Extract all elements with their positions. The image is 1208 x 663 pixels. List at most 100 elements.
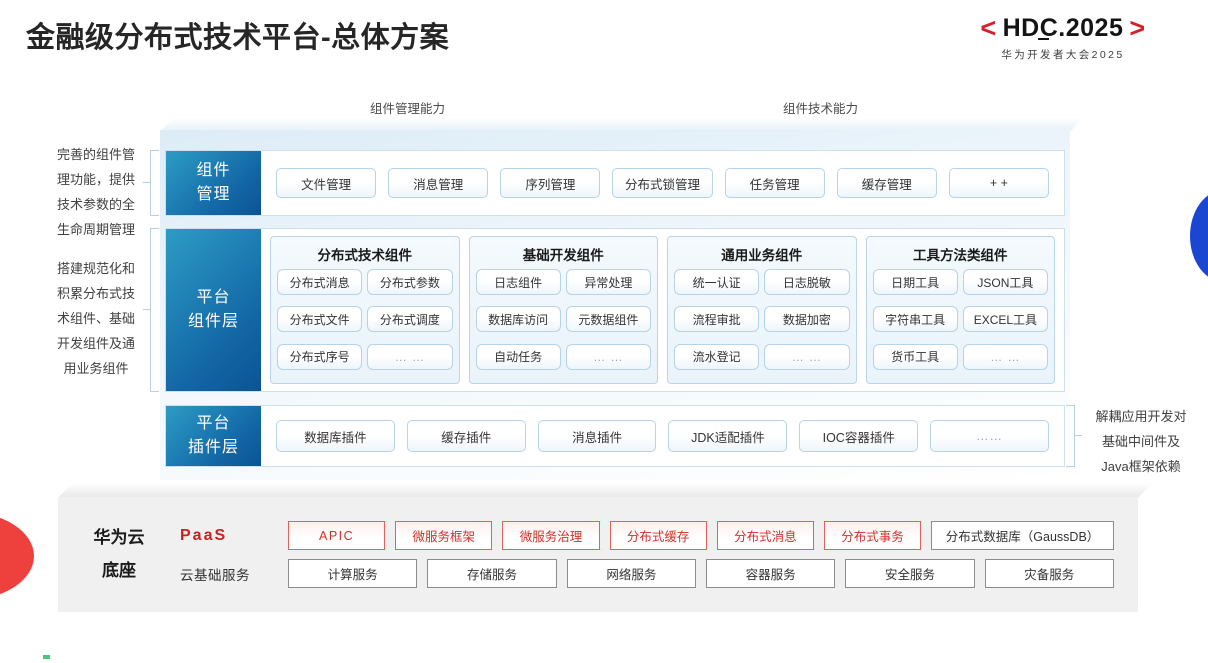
bracket-tick-right-1 [1075,435,1082,437]
group-grid: 日志组件 异常处理 数据库访问 元数据组件 自动任务 … … [475,269,651,377]
chip-date-tool[interactable]: 日期工具 [872,269,958,295]
chip-message-management[interactable]: 消息管理 [388,168,489,198]
cloud-base-rows: PaaS APIC 微服务框架 微服务治理 分布式缓存 分布式消息 分布式事务 … [180,521,1138,588]
chip-more-3[interactable]: … … [764,343,850,370]
chip-cache-plugin[interactable]: 缓存插件 [406,420,526,452]
arrow-label-component-management: 组件管理能力 [370,102,446,116]
chip-distributed-schedule[interactable]: 分布式调度 [367,306,453,333]
side-note-line: 生命周期管理 [56,222,135,237]
chip-jdk-adapter-plugin[interactable]: JDK适配插件 [668,420,788,452]
side-note-line: 积累分布式技 [56,286,135,301]
group-title: 基础开发组件 [522,248,604,263]
chip-task-management[interactable]: 任务管理 [724,168,825,198]
chip-file-management[interactable]: 文件管理 [276,168,377,198]
chip-string-tool[interactable]: 字符串工具 [872,306,958,333]
chip-message-plugin[interactable]: 消息插件 [537,420,657,452]
chip-more-plugin[interactable]: …… [930,420,1049,452]
chip-database-access[interactable]: 数据库访问 [475,306,561,333]
cloud-base-bevel [58,483,1153,498]
chip-transaction-record[interactable]: 流水登记 [674,343,760,370]
chip-currency-tool[interactable]: 货币工具 [872,343,958,370]
bracket-left-2 [150,228,159,392]
chip-more-2[interactable]: … … [565,343,651,370]
chip-add-more[interactable]: + + [948,168,1049,198]
group-title: 分布式技术组件 [317,248,413,263]
chip-distributed-lock-management[interactable]: 分布式锁管理 [612,168,713,198]
cloud-basic-services-row: 云基础服务 计算服务 存储服务 网络服务 容器服务 安全服务 灾备服务 [180,559,1114,588]
chip-process-approval[interactable]: 流程审批 [674,306,760,333]
row-label-line: 组件层 [187,313,239,330]
decorative-red-wedge [0,512,34,600]
basic-services-label: 云基础服务 [180,567,250,583]
group-general-business-components: 通用业务组件 统一认证 日志脱敏 流程审批 数据加密 流水登记 … … [667,236,857,384]
chip-more-4[interactable]: … … [962,343,1048,370]
cell-apic[interactable]: APIC [288,521,386,550]
cell-microservice-framework[interactable]: 微服务框架 [395,521,493,550]
chip-distributed-parameter[interactable]: 分布式参数 [367,269,453,295]
side-note-line: 技术参数的全 [56,197,135,212]
row-label-line: 管理 [196,186,231,203]
side-note-right: 解耦应用开发对 基础中间件及 Java框架依赖 [1078,404,1204,479]
paas-label: PaaS [180,526,228,544]
side-note-line: 用业务组件 [63,361,129,376]
bracket-right-1 [1066,405,1075,467]
side-note-line: 搭建规范化和 [56,261,135,276]
bracket-right-icon: > [1129,13,1146,43]
bracket-tick-left-2 [143,309,150,311]
chip-json-tool[interactable]: JSON工具 [962,269,1048,295]
group-basic-development-components: 基础开发组件 日志组件 异常处理 数据库访问 元数据组件 自动任务 … … [468,236,658,384]
row-platform-plugin-layer: 平台 插件层 数据库插件 缓存插件 消息插件 JDK适配插件 IOC容器插件 …… [165,405,1065,467]
page-title: 金融级分布式技术平台-总体方案 [26,22,450,54]
cell-distributed-message[interactable]: 分布式消息 [716,521,814,550]
cell-distributed-database-gaussdb[interactable]: 分布式数据库（GaussDB） [931,521,1114,550]
chip-log-desensitization[interactable]: 日志脱敏 [764,269,850,295]
side-note-line: 开发组件及通 [56,336,135,351]
row-label-platform-component-layer: 平台 组件层 [166,229,261,391]
cell-security-service[interactable]: 安全服务 [845,559,975,588]
hdc-logo-text: HDC.2025 [1002,14,1124,43]
row-label-platform-plugin-layer: 平台 插件层 [166,406,261,466]
chip-exception-handling[interactable]: 异常处理 [565,269,651,295]
chip-metadata-component[interactable]: 元数据组件 [565,306,651,333]
side-note-line: 术组件、基础 [56,311,135,326]
chip-distributed-file[interactable]: 分布式文件 [277,306,363,333]
cloud-paas-row: PaaS APIC 微服务框架 微服务治理 分布式缓存 分布式消息 分布式事务 … [180,521,1114,550]
row-body-platform-plugin-layer: 数据库插件 缓存插件 消息插件 JDK适配插件 IOC容器插件 …… [261,406,1064,466]
chip-distributed-sequence[interactable]: 分布式序号 [277,343,363,370]
chip-sequence-management[interactable]: 序列管理 [500,168,601,198]
cell-disaster-recovery-service[interactable]: 灾备服务 [984,559,1114,588]
cell-storage-service[interactable]: 存储服务 [427,559,557,588]
group-grid: 统一认证 日志脱敏 流程审批 数据加密 流水登记 … … [674,269,850,377]
group-tool-method-components: 工具方法类组件 日期工具 JSON工具 字符串工具 EXCEL工具 货币工具 …… [865,236,1055,384]
cell-container-service[interactable]: 容器服务 [705,559,836,588]
side-note-left-2: 搭建规范化和 积累分布式技 术组件、基础 开发组件及通 用业务组件 [36,256,156,381]
side-note-left-1: 完善的组件管 理功能，提供 技术参数的全 生命周期管理 [36,142,156,242]
hdc-logo: < HDC.2025 > 华为开发者大会2025 [934,14,1192,62]
component-group-container: 分布式技术组件 分布式消息 分布式参数 分布式文件 分布式调度 分布式序号 … … [261,229,1064,391]
chip-distributed-message[interactable]: 分布式消息 [277,269,363,295]
chip-automatic-task[interactable]: 自动任务 [475,343,561,370]
row-platform-component-layer: 平台 组件层 分布式技术组件 分布式消息 分布式参数 分布式文件 分布式调度 分… [165,228,1065,392]
bracket-left-1 [150,150,159,216]
chip-data-encryption[interactable]: 数据加密 [764,306,850,333]
chip-excel-tool[interactable]: EXCEL工具 [962,306,1048,333]
cell-network-service[interactable]: 网络服务 [566,559,696,588]
group-grid: 日期工具 JSON工具 字符串工具 EXCEL工具 货币工具 … … [872,269,1048,377]
cloud-base-title: 华为云 底座 [58,522,180,587]
cell-microservice-governance[interactable]: 微服务治理 [502,521,600,550]
cell-distributed-cache[interactable]: 分布式缓存 [609,521,707,550]
cell-distributed-transaction[interactable]: 分布式事务 [823,521,922,550]
chip-more-1[interactable]: … … [367,343,453,370]
cell-compute-service[interactable]: 计算服务 [288,559,418,588]
chip-cache-management[interactable]: 缓存管理 [836,168,937,198]
row-label-line: 组件 [196,162,231,179]
chip-ioc-container-plugin[interactable]: IOC容器插件 [799,420,919,452]
chip-database-plugin[interactable]: 数据库插件 [276,420,395,452]
cloud-base-title-line: 底座 [102,560,136,580]
group-title: 工具方法类组件 [913,248,1008,263]
chip-log-component[interactable]: 日志组件 [475,269,561,295]
hdc-logo-subtitle: 华为开发者大会2025 [1001,49,1125,62]
chip-unified-authentication[interactable]: 统一认证 [674,269,760,295]
decorative-blue-lens [1190,190,1208,282]
